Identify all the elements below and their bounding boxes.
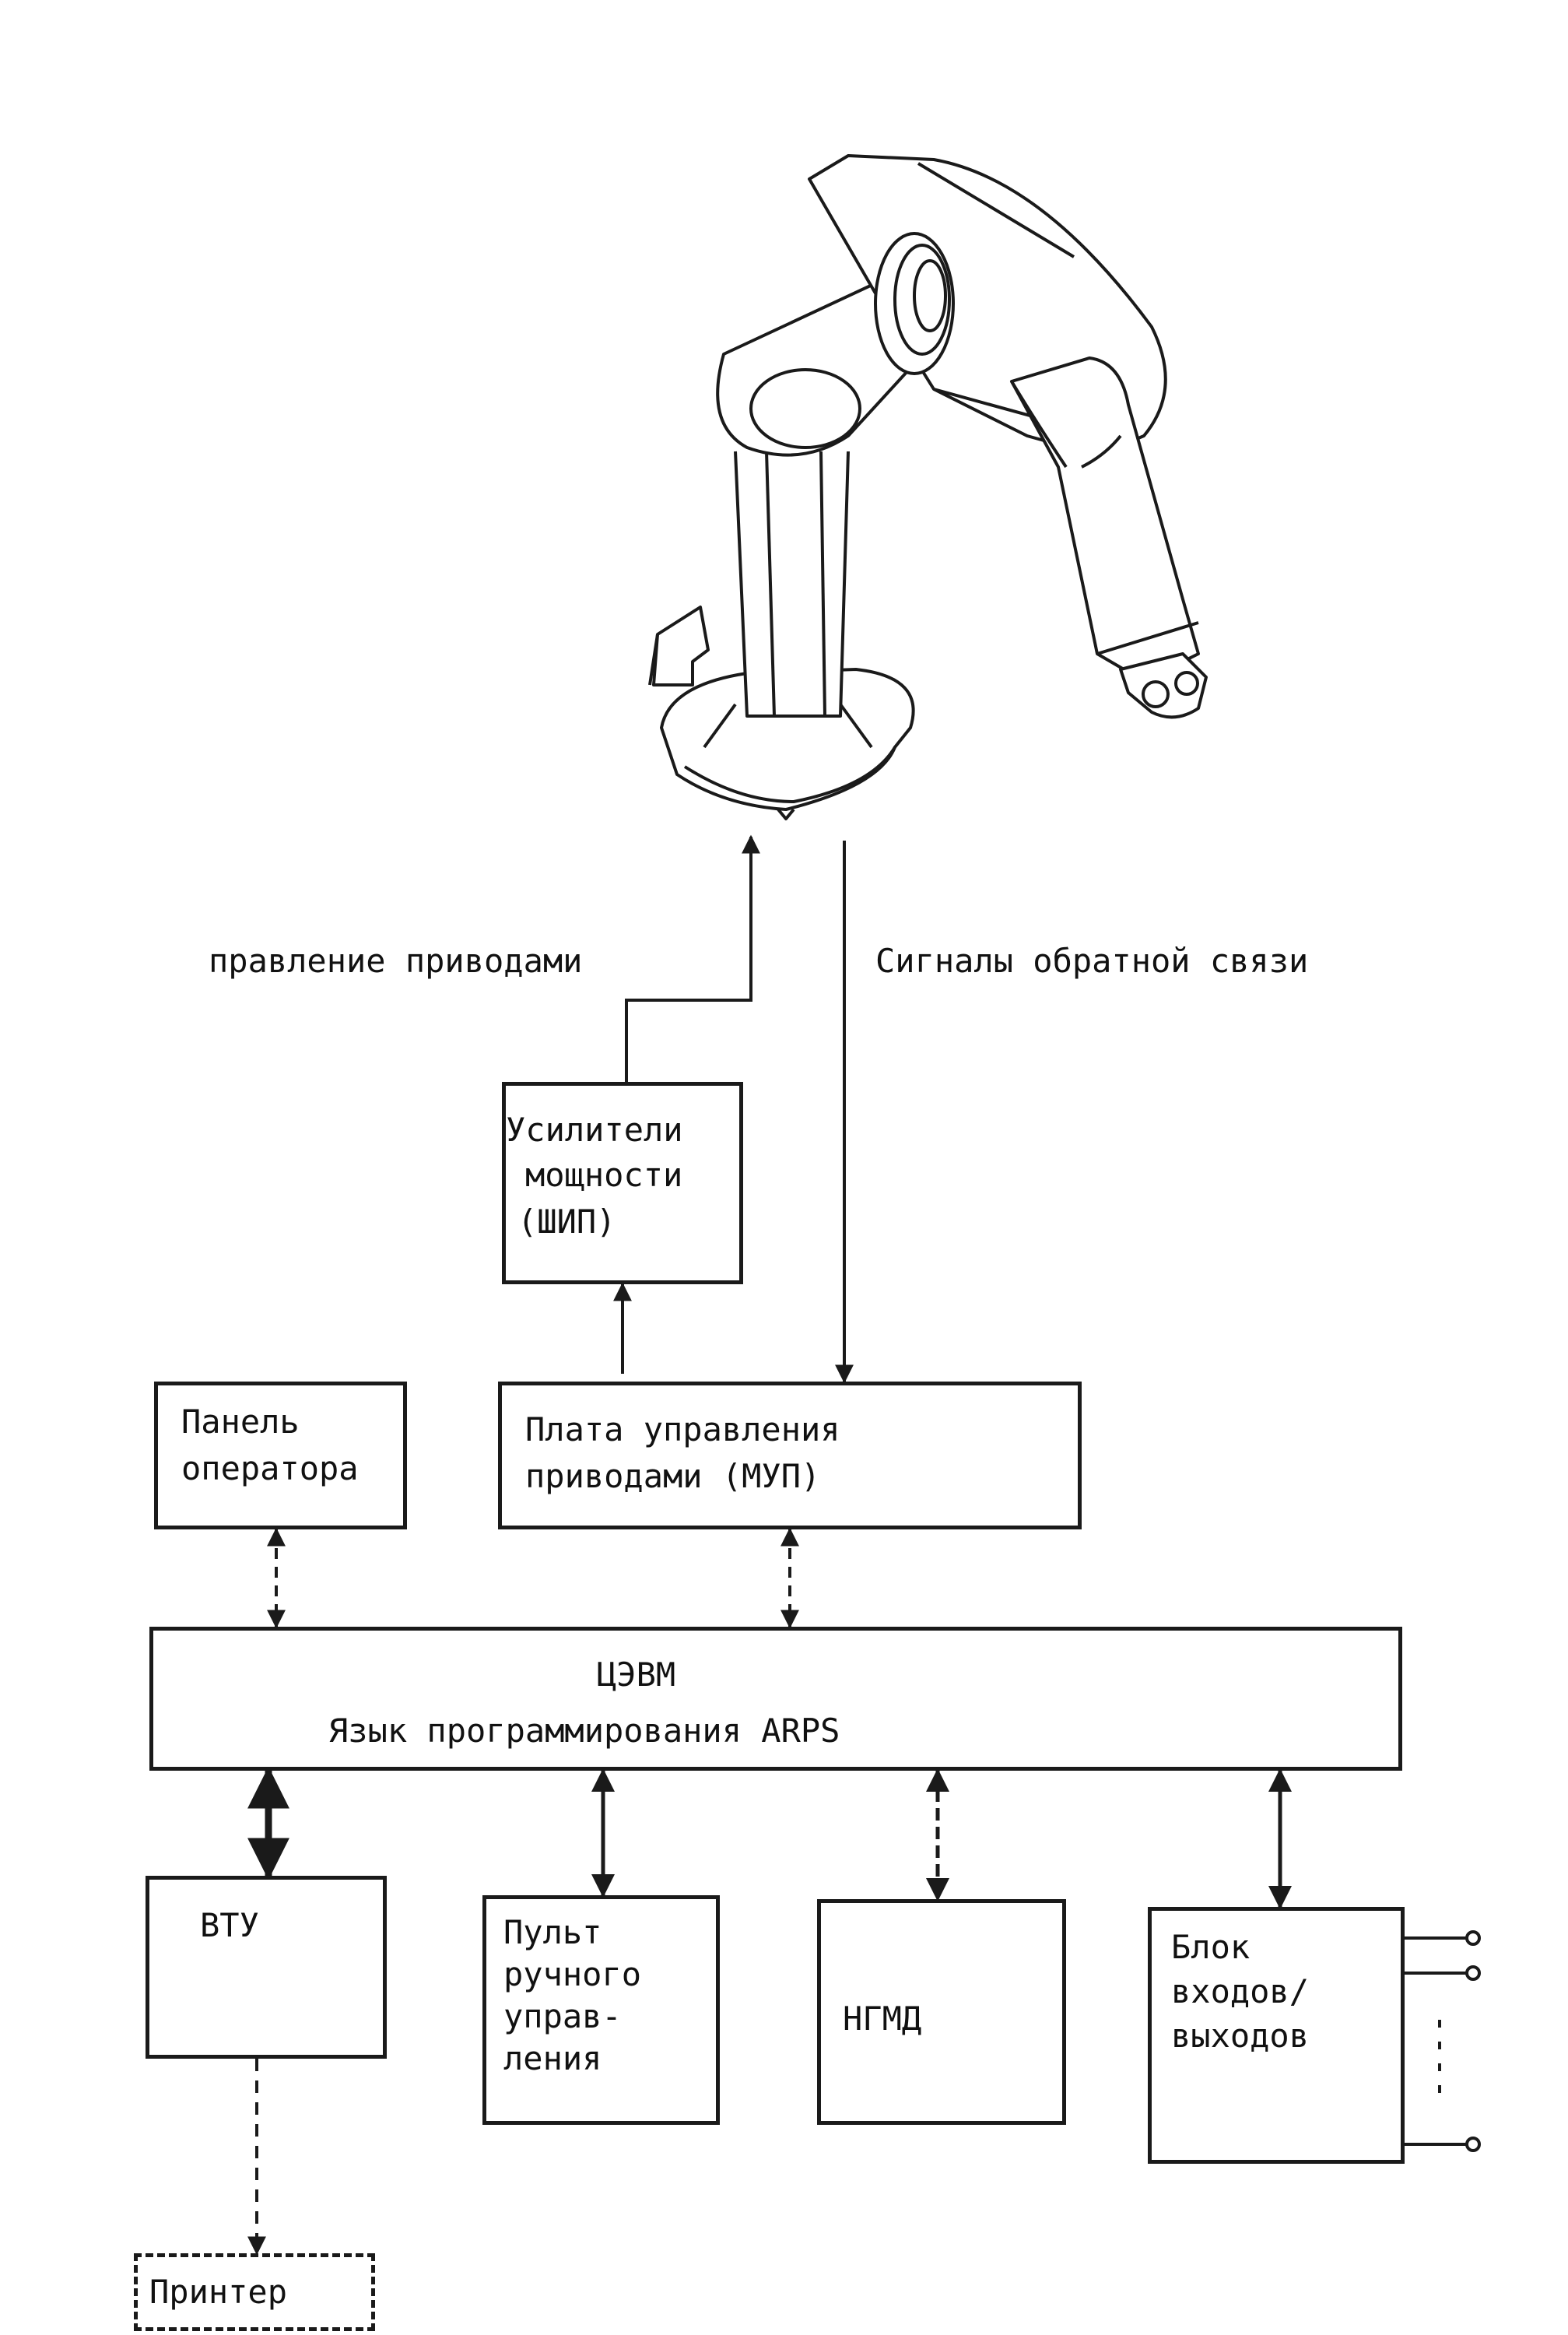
feedback-signal-label: Сигналы обратной связи [875,942,1309,980]
manual-console-line-1: Пульт [503,1913,602,1951]
manual-console-box: Пульт ручного управ- ления [482,1895,720,2125]
floppy-drive-box: НГМД [817,1899,1066,2125]
operator-panel-line-2: оператора [181,1449,359,1487]
io-block-line-2: входов/ [1171,1972,1310,2010]
manual-console-line-2: ручного [503,1955,642,1993]
operator-panel-box: Панель оператора [154,1382,407,1529]
central-computer-box: ЦЭВМ Язык программирования ARPS [149,1627,1402,1771]
io-terminals [1401,1930,1481,2152]
amplifiers-line-3: (ШИП) [517,1203,616,1241]
amplifiers-line-2: мощности [525,1156,683,1194]
io-block-line-1: Блок [1171,1928,1251,1966]
io-block-line-3: выходов [1171,2017,1310,2055]
manual-console-line-4: ления [503,2039,602,2077]
control-signal-label: правление приводами [209,942,583,980]
io-block-box: Блок входов/ выходов [1148,1907,1405,2164]
operator-panel-line-1: Панель [181,1403,300,1441]
amplifiers-line-1: Усилители [506,1111,683,1149]
manual-console-line-3: управ- [503,1997,622,2035]
printer-label: Принтер [149,2273,288,2311]
printer-box: Принтер [134,2253,375,2331]
cpu-title: ЦЭВМ [597,1656,676,1694]
power-amplifiers-box: Усилители мощности (ШИП) [502,1082,743,1284]
drive-board-line-1: Плата управления [525,1410,840,1448]
floppy-drive-label: НГМД [843,2000,922,2038]
vtu-box: ВТУ [146,1876,387,2059]
vtu-label: ВТУ [200,1906,259,1944]
drive-board-line-2: приводами (МУП) [525,1457,821,1495]
robot-arm-illustration [648,154,1208,820]
cpu-language: Язык программирования ARPS [328,1712,840,1750]
drive-control-board-box: Плата управления приводами (МУП) [498,1382,1082,1529]
